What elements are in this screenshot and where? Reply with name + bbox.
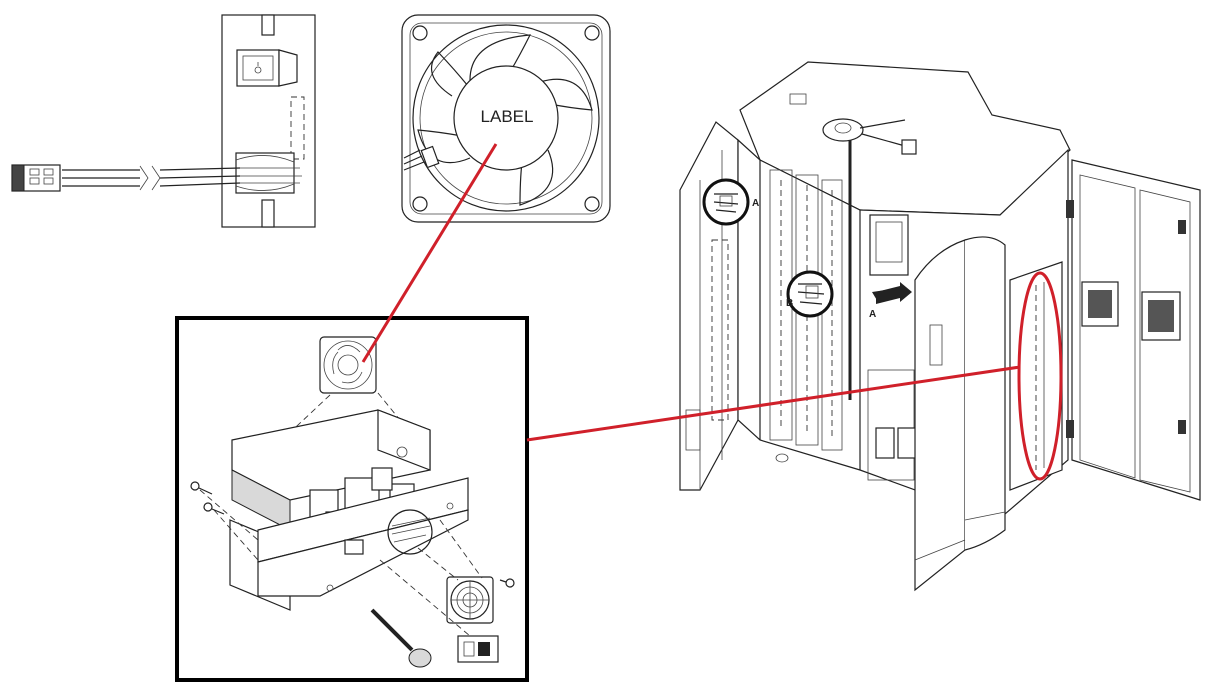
fan-to-inset-line	[361, 143, 498, 363]
cabinet-right-door	[1066, 159, 1201, 501]
screws	[190, 481, 515, 588]
cable-clamp	[235, 152, 302, 194]
callout-lines	[361, 143, 1063, 481]
inset-fan	[319, 336, 377, 394]
fan-hub	[453, 65, 559, 171]
arrow-a-label: A	[869, 309, 876, 320]
power-cable	[62, 165, 241, 191]
insert-arrow: A	[869, 282, 912, 320]
fan-label-text: LABEL	[481, 107, 534, 126]
fan-blades	[417, 34, 593, 206]
inset-to-cabinet-line	[526, 365, 1021, 442]
standoff-rod	[370, 608, 432, 668]
fan-detail: LABEL	[401, 14, 611, 223]
rocker-switch	[236, 49, 298, 87]
top-pulley	[822, 118, 917, 155]
cable-connector	[11, 164, 61, 192]
cabinet-left-door	[679, 121, 739, 491]
inset-rocker-switch	[457, 635, 499, 663]
cabinet-curved-door	[914, 236, 1006, 592]
switch-bracket-plate	[221, 14, 316, 228]
connector-b-callout: B	[786, 270, 834, 318]
fan-guard	[446, 576, 494, 624]
connector-a-callout: A	[702, 178, 759, 226]
connector-b-label: B	[786, 298, 793, 309]
connector-a-label: A	[752, 198, 759, 209]
power-supply-inset	[175, 316, 529, 682]
cabinet-illustration: A B A	[679, 61, 1201, 592]
highlight-ellipse	[1017, 271, 1063, 481]
switch-bracket-detail	[11, 14, 316, 228]
front-plate	[257, 477, 469, 597]
